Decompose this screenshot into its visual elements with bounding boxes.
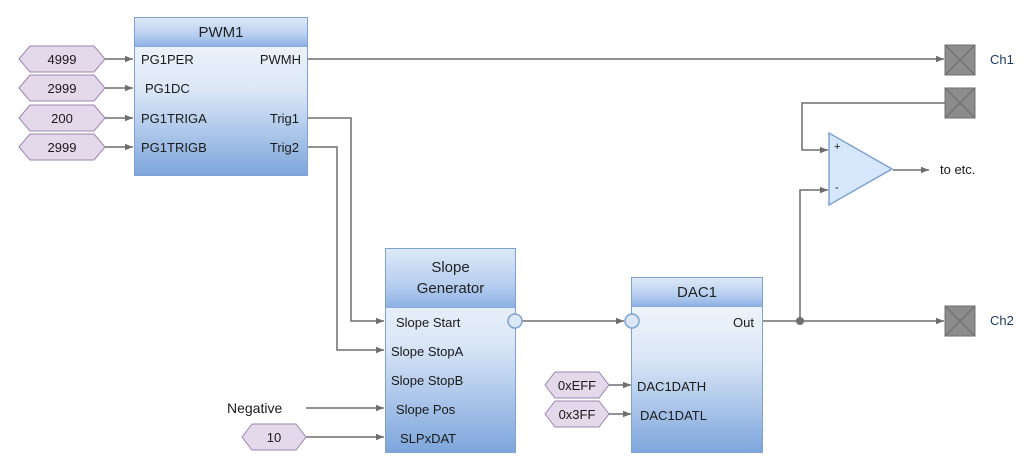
slope-title-line1: Slope <box>431 259 470 276</box>
slope-input-slpxdat: SLPxDAT <box>400 431 457 446</box>
pwm1-input-pg1per: PG1PER <box>141 52 194 67</box>
dac1-block[interactable]: DAC1 Out DAC1DATH DAC1DATL <box>631 277 763 453</box>
junction-dot <box>796 317 804 325</box>
pwm1-input-pg1trigb: PG1TRIGB <box>141 140 207 155</box>
slope-title-line2: Generator <box>416 280 485 297</box>
dac1-input-datl: DAC1DATL <box>640 408 707 423</box>
value-pg1trigb[interactable]: 2999 <box>18 133 106 161</box>
value-pg1triga[interactable]: 200 <box>18 104 106 132</box>
comparator-output-label: to etc. <box>940 162 976 177</box>
wire-trig1-slope-start <box>307 117 384 325</box>
slope-input-stopa: Slope StopA <box>391 344 464 359</box>
negative-label: Negative <box>227 400 283 416</box>
wire-trig2-slope-stopa <box>307 146 384 354</box>
probe-ch2[interactable] <box>944 305 976 337</box>
pwm1-input-pg1triga: PG1TRIGA <box>141 111 207 126</box>
dac1-input-port[interactable] <box>622 312 642 332</box>
wire-probe-comp-plus <box>801 102 945 154</box>
probe-ch1[interactable] <box>944 44 976 76</box>
value-pg1dc[interactable]: 2999 <box>18 74 106 102</box>
dac1-output-out: Out <box>733 315 754 330</box>
value-pg1per[interactable]: 4999 <box>18 45 106 73</box>
dac1-input-dath: DAC1DATH <box>637 379 707 394</box>
pwm1-output-trig2: Trig2 <box>269 140 299 155</box>
value-dac1datl[interactable]: 0x3FF <box>544 400 610 428</box>
wire-dac-comp-minus <box>799 186 828 321</box>
slope-generator-block[interactable]: Slope Generator Slope Start Slope StopA … <box>385 248 516 453</box>
probe-ch2-label: Ch2 <box>990 313 1014 328</box>
value-slpxdat[interactable]: 10 <box>241 423 307 451</box>
probe-comparator-ref[interactable] <box>944 87 976 119</box>
pwm1-title: PWM1 <box>135 18 307 47</box>
comparator[interactable] <box>828 131 894 207</box>
pwm1-output-trig1: Trig1 <box>269 111 299 126</box>
slope-generator-title: Slope Generator <box>386 249 515 308</box>
dac1-title: DAC1 <box>632 278 762 307</box>
comparator-plus-label: + <box>834 141 841 153</box>
slope-input-start: Slope Start <box>396 315 461 330</box>
comparator-minus-label: - <box>835 182 839 194</box>
slope-input-stopb: Slope StopB <box>391 373 464 388</box>
probe-ch1-label: Ch1 <box>990 52 1014 67</box>
pwm1-block[interactable]: PWM1 PG1PER PG1DC PG1TRIGA PG1TRIGB PWMH… <box>134 17 308 176</box>
slope-input-pos: Slope Pos <box>396 402 456 417</box>
pwm1-output-pwmh: PWMH <box>259 52 301 67</box>
slope-output-port[interactable] <box>505 312 525 332</box>
pwm1-input-pg1dc: PG1DC <box>145 81 190 96</box>
value-dac1dath[interactable]: 0xEFF <box>544 371 610 399</box>
